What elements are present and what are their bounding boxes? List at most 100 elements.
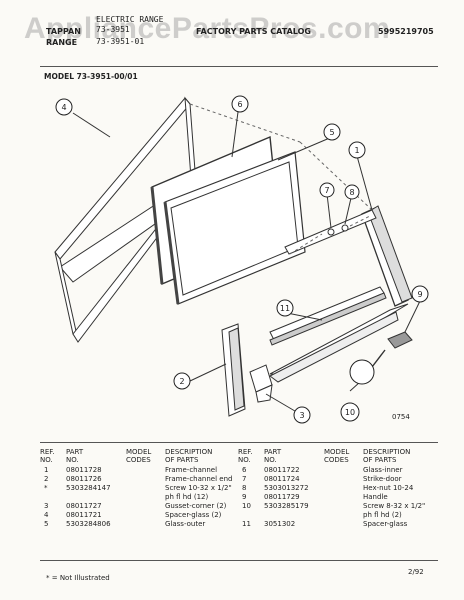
cell-ref: 9 [242, 493, 247, 501]
callout-8: 8 [344, 184, 360, 200]
cell-ref: 5 [44, 520, 49, 528]
table-row: 3 08011727 Gusset-corner (2) [40, 502, 240, 511]
callout-10-large [349, 359, 375, 385]
cell-part: 08011726 [66, 475, 102, 483]
cell-desc: Frame-channel [165, 466, 218, 474]
table-row: 2 08011726 Frame-channel end [40, 475, 240, 484]
model-heading: MODEL 73-3951-00/01 [44, 72, 138, 81]
header-part: PART NO. [264, 448, 282, 464]
header-divider [40, 66, 438, 67]
callout-5: 5 [323, 123, 341, 141]
cell-desc: Frame-channel end [165, 475, 233, 483]
catalog-number: 5995219705 [378, 27, 434, 36]
catalog-title: FACTORY PARTS CATALOG [196, 27, 311, 36]
cell-part: 08011721 [66, 511, 102, 519]
cell-desc: Spacer-glass [363, 520, 408, 528]
model-line-1: 73-3951 [96, 25, 130, 34]
header-model: MODEL CODES [324, 448, 350, 464]
cell-desc: Screw 8-32 x 1/2" [363, 502, 426, 510]
cell-part: 3051302 [264, 520, 296, 528]
callout-1: 1 [348, 141, 366, 159]
handle-part [387, 331, 413, 349]
svg-text:8: 8 [349, 188, 354, 197]
svg-text:6: 6 [237, 100, 242, 109]
svg-text:4: 4 [61, 103, 66, 112]
svg-text:9: 9 [417, 290, 422, 299]
svg-text:11: 11 [280, 304, 290, 313]
cell-ref: 11 [242, 520, 251, 528]
svg-text:3: 3 [299, 411, 304, 420]
cell-ref: 1 [44, 466, 49, 474]
svg-text:5: 5 [329, 128, 334, 137]
table-row: 9 08011729 Handle [238, 493, 438, 502]
svg-text:1: 1 [354, 146, 359, 155]
figure-code: 0754 [392, 413, 410, 421]
svg-text:7: 7 [324, 186, 329, 195]
table-divider [40, 442, 438, 443]
cell-ref: 8 [242, 484, 247, 492]
callouts: 4 6 5 1 7 8 11 9 10 2 3 [55, 95, 429, 424]
cell-part: 08011722 [264, 466, 300, 474]
callout-4: 4 [55, 98, 73, 116]
svg-text:10: 10 [345, 408, 355, 417]
callout-11: 11 [276, 299, 294, 317]
cell-part: 08011727 [66, 502, 102, 510]
header-desc: DESCRIPTION OF PARTS [165, 448, 213, 464]
table-row: * 5303284147 Screw 10-32 x 1/2" [40, 484, 240, 493]
screw-part [371, 349, 386, 368]
callout-3: 3 [293, 406, 311, 424]
range-label: RANGE [46, 38, 78, 47]
callout-9: 9 [411, 285, 429, 303]
cell-desc: Strike-door [363, 475, 402, 483]
table-row: 11 3051302 Spacer-glass [238, 520, 438, 529]
cell-ref: 3 [44, 502, 49, 510]
type-line: ELECTRIC RANGE [96, 15, 164, 24]
header-ref: REF. NO. [40, 448, 55, 464]
table-row: ph fl hd (2) [238, 511, 438, 520]
callout-2: 2 [173, 372, 191, 390]
cell-part: 5303013272 [264, 484, 309, 492]
spacer-glass-part [269, 286, 387, 346]
cell-part: 5303284147 [66, 484, 111, 492]
cell-desc: Hex-nut 10-24 [363, 484, 414, 492]
cell-desc: Glass-outer [165, 520, 206, 528]
cell-ref: * [44, 484, 48, 492]
cell-part: 08011729 [264, 493, 300, 501]
footer-divider [40, 560, 438, 561]
catalog-header: AppliancePartsPros.com ELECTRIC RANGE TA… [0, 0, 464, 70]
cell-desc: Gusset-corner (2) [165, 502, 227, 510]
callout-6: 6 [231, 95, 249, 113]
inner-glass-part [163, 151, 306, 305]
watermark: AppliancePartsPros.com [24, 12, 391, 45]
cell-ref: 2 [44, 475, 49, 483]
table-row: 8 5303013272 Hex-nut 10-24 [238, 484, 438, 493]
table-row: ph fl hd (12) [40, 493, 240, 502]
cell-desc: ph fl hd (12) [165, 493, 209, 501]
header-ref: REF. NO. [238, 448, 253, 464]
cell-desc: Screw 10-32 x 1/2" [165, 484, 232, 492]
exploded-parts-diagram: 4 6 5 1 7 8 11 9 10 2 3 0754 [54, 95, 429, 424]
tappan-label: TAPPAN [46, 27, 81, 36]
header-desc: DESCRIPTION OF PARTS [363, 448, 411, 464]
cell-part: 08011724 [264, 475, 300, 483]
cell-desc: ph fl hd (2) [363, 511, 402, 519]
not-illustrated-note: * = Not Illustrated [46, 574, 110, 582]
cell-ref: 4 [44, 511, 49, 519]
cell-desc: Handle [363, 493, 388, 501]
table-header-left: REF. NO. PART NO. MODEL CODES DESCRIPTIO… [40, 448, 240, 466]
table-header-right: REF. NO. PART NO. MODEL CODES DESCRIPTIO… [238, 448, 438, 466]
cell-ref: 10 [242, 502, 251, 510]
callout-7: 7 [319, 182, 335, 198]
table-row: 1 08011728 Frame-channel [40, 466, 240, 475]
cell-part: 08011728 [66, 466, 102, 474]
strike-door-part [327, 228, 335, 236]
svg-text:2: 2 [179, 377, 184, 386]
leader-lines [72, 111, 421, 415]
header-model: MODEL CODES [126, 448, 152, 464]
revision-date: 2/92 [408, 568, 424, 576]
